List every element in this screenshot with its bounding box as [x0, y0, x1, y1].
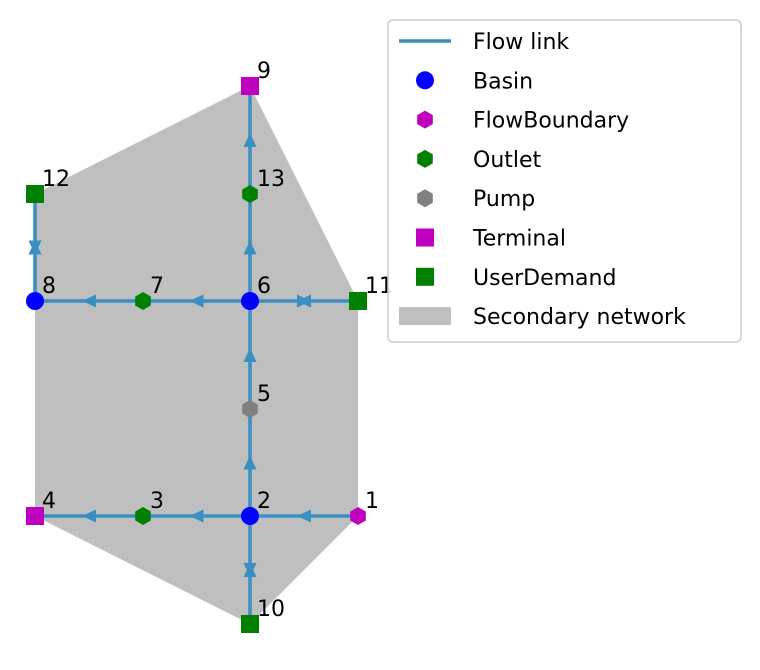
legend-frame — [387, 19, 742, 343]
node-7-marker — [135, 292, 151, 310]
node-11-marker — [349, 292, 367, 310]
node-13-label: 13 — [257, 167, 285, 192]
node-7-label: 7 — [150, 274, 164, 299]
node-12-label: 12 — [42, 167, 70, 192]
node-5-marker — [242, 400, 258, 418]
legend-hexagon-marker — [417, 110, 433, 129]
node-2-label: 2 — [257, 489, 271, 514]
secondary-network-area — [35, 86, 358, 624]
legend-hexagon-marker — [417, 189, 433, 208]
node-6-label: 6 — [257, 274, 271, 299]
node-8-marker — [26, 292, 44, 310]
legend-item-terminal: Terminal — [416, 227, 566, 252]
legend-label: FlowBoundary — [473, 109, 629, 134]
legend-item-pump: Pump — [417, 187, 535, 212]
flow-arrow — [243, 133, 257, 147]
flow-arrow — [82, 509, 96, 523]
node-4-marker — [26, 507, 44, 525]
flow-link-2-5 — [243, 409, 257, 516]
flow-link-7-8 — [35, 294, 143, 308]
flow-arrow — [189, 294, 204, 308]
legend-hexagon-marker — [417, 149, 433, 168]
flow-arrow-backward — [243, 563, 257, 577]
legend-item-outlet: Outlet — [417, 148, 542, 173]
legend-item-flowboundary: FlowBoundary — [417, 109, 629, 134]
flow-link-8-12 — [28, 194, 42, 301]
node-5-label: 5 — [257, 382, 271, 407]
node-9-label: 9 — [257, 59, 271, 84]
legend: Flow linkBasinFlowBoundaryOutletPumpTerm… — [387, 19, 742, 343]
flow-link-6-13 — [243, 194, 257, 301]
flow-link-3-4 — [35, 509, 143, 523]
legend-item-flow-link: Flow link — [399, 30, 569, 55]
legend-square-marker — [416, 228, 434, 247]
node-6-marker — [241, 292, 259, 310]
flow-arrow — [297, 509, 311, 523]
legend-label: Flow link — [473, 30, 569, 55]
flow-link-2-10 — [243, 516, 257, 624]
flow-link-13-9 — [243, 86, 257, 194]
node-4-label: 4 — [42, 489, 56, 514]
flow-link-2-3 — [143, 509, 250, 523]
legend-item-secondary-network: Secondary network — [399, 305, 686, 330]
flow-arrow-backward — [297, 294, 311, 308]
node-3-label: 3 — [150, 489, 164, 514]
legend-label: Secondary network — [473, 305, 686, 330]
node-3-marker — [135, 507, 151, 525]
flow-arrow — [82, 294, 96, 308]
node-1-label: 1 — [365, 489, 379, 514]
node-1-marker — [350, 507, 366, 525]
legend-label: UserDemand — [473, 266, 616, 291]
legend-label: Terminal — [472, 227, 566, 252]
node-13-marker — [242, 185, 258, 203]
flow-link-6-11 — [250, 294, 358, 308]
node-9-marker — [241, 77, 259, 95]
legend-square-marker — [416, 267, 434, 286]
flow-arrow — [243, 348, 257, 362]
node-10-marker — [241, 615, 259, 633]
node-10-label: 10 — [257, 597, 285, 622]
node-2-marker — [241, 507, 259, 525]
legend-label: Outlet — [473, 148, 542, 173]
flow-arrow — [243, 455, 257, 470]
flow-link-5-6 — [243, 301, 257, 409]
flow-arrow — [243, 240, 257, 255]
flow-arrow — [189, 509, 204, 523]
legend-item-userdemand: UserDemand — [416, 266, 616, 291]
legend-patch-swatch — [399, 307, 451, 326]
links-layer — [28, 86, 358, 624]
nodes-layer — [26, 77, 367, 633]
legend-label: Pump — [473, 187, 535, 212]
legend-label: Basin — [473, 69, 533, 94]
node-12-marker — [26, 185, 44, 203]
flow-link-6-7 — [143, 294, 250, 308]
legend-circle-marker — [416, 71, 434, 90]
legend-item-basin: Basin — [416, 69, 533, 94]
flow-link-1-2 — [250, 509, 358, 523]
node-8-label: 8 — [42, 274, 56, 299]
flow-arrow-backward — [28, 240, 42, 255]
